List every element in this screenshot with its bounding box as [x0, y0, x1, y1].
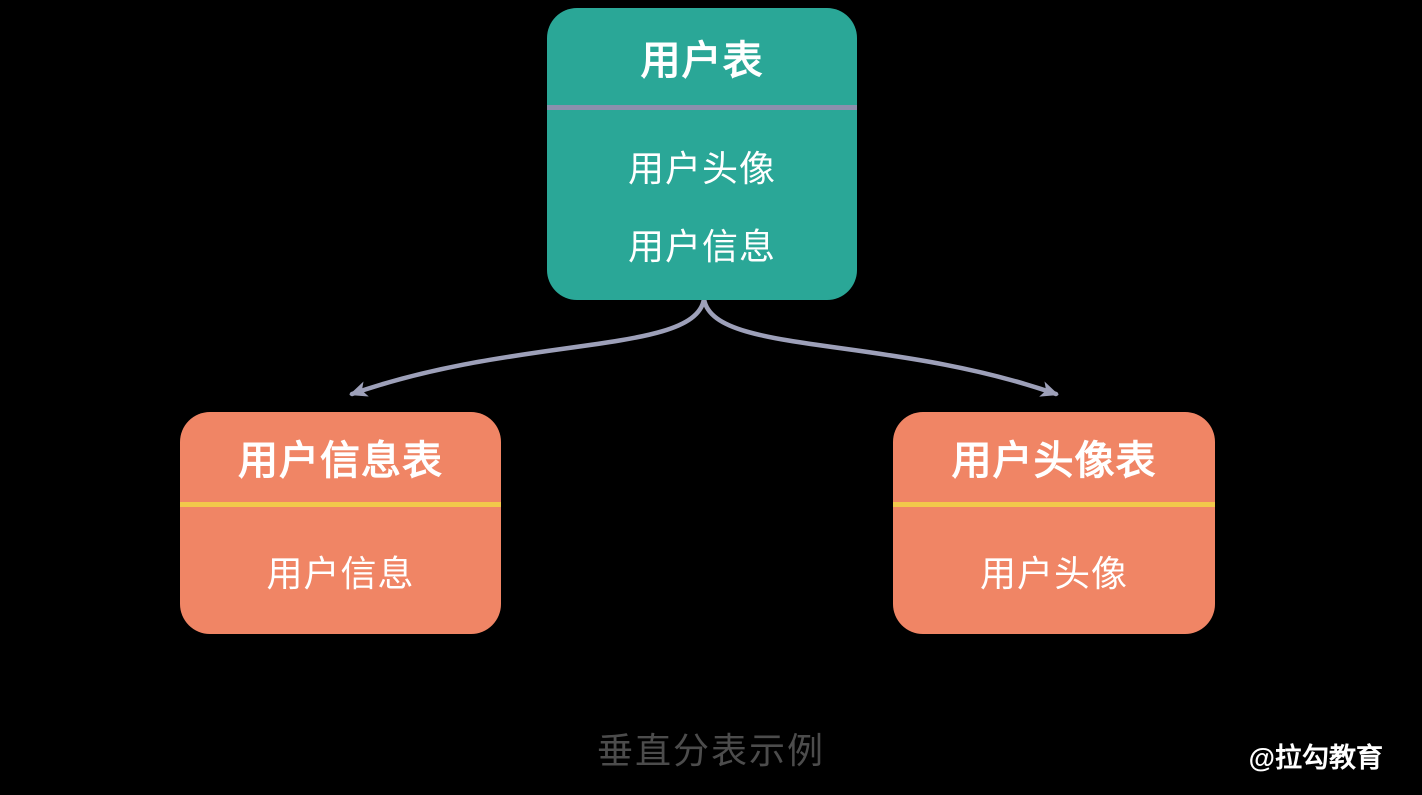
user-avatar-table-fields: 用户头像	[893, 507, 1215, 634]
root-table-field-info: 用户信息	[627, 226, 776, 267]
diagram-caption: 垂直分表示例	[596, 730, 825, 771]
user-info-table-field: 用户信息	[266, 552, 415, 594]
root-table-title: 用户表	[640, 38, 764, 83]
user-info-table-divider	[180, 502, 501, 507]
arrow-to-left-table-icon	[349, 296, 707, 397]
user-info-table-card: 用户信息表 用户信息	[180, 412, 501, 634]
arrow-to-right-table-icon	[701, 296, 1059, 397]
user-info-table-fields: 用户信息	[180, 507, 501, 634]
user-info-table-title: 用户信息表	[238, 439, 443, 483]
root-table-divider	[547, 105, 857, 110]
watermark: @拉勾教育	[1248, 743, 1383, 773]
user-avatar-table-divider	[893, 502, 1215, 507]
root-table-card: 用户表 用户头像 用户信息	[547, 8, 857, 300]
root-table-field-avatar: 用户头像	[627, 148, 776, 189]
user-avatar-table-title: 用户头像表	[951, 439, 1157, 483]
user-avatar-table-field: 用户头像	[979, 552, 1128, 594]
user-avatar-table-card: 用户头像表 用户头像	[893, 412, 1215, 634]
root-table-fields: 用户头像 用户信息	[547, 110, 857, 300]
